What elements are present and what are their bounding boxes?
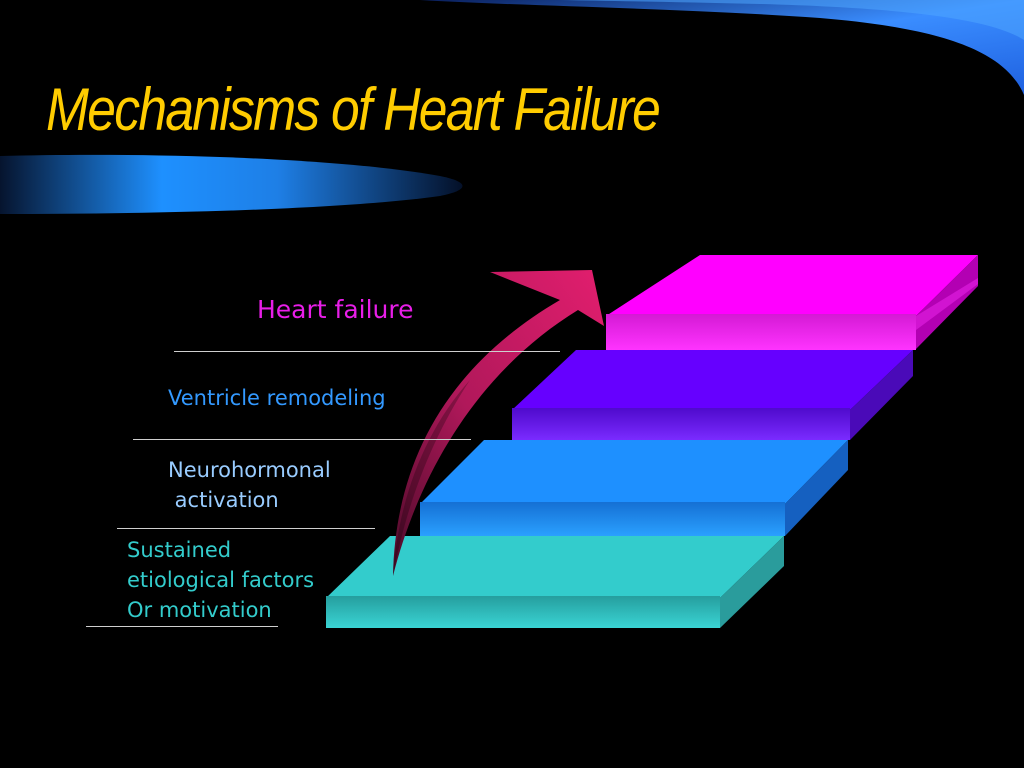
step-ventricle-remodeling [512,350,913,440]
step-neurohormonal-activation [420,440,848,536]
divider-neurohormonal-activation [117,528,375,529]
divider-ventricle-remodeling [133,439,471,440]
step-sustained-factors [326,536,784,628]
label-sustained-etiological-factors: Sustained etiological factors Or motivat… [127,538,315,622]
label-ventricle-remodeling: Ventricle remodeling [168,386,386,410]
slide-title: Mechanisms of Heart Failure [46,76,661,143]
divider-heart-failure [174,351,560,352]
top-swoosh-highlight [560,0,1024,40]
left-swoosh-decoration [0,154,463,214]
progression-arrow [393,270,604,576]
label-heart-failure: Heart failure [257,295,414,324]
label-neurohormonal-activation: Neurohormonal activation [168,458,331,512]
step-heart-failure [606,255,978,350]
divider-sustained-etiological-factors [86,626,278,627]
